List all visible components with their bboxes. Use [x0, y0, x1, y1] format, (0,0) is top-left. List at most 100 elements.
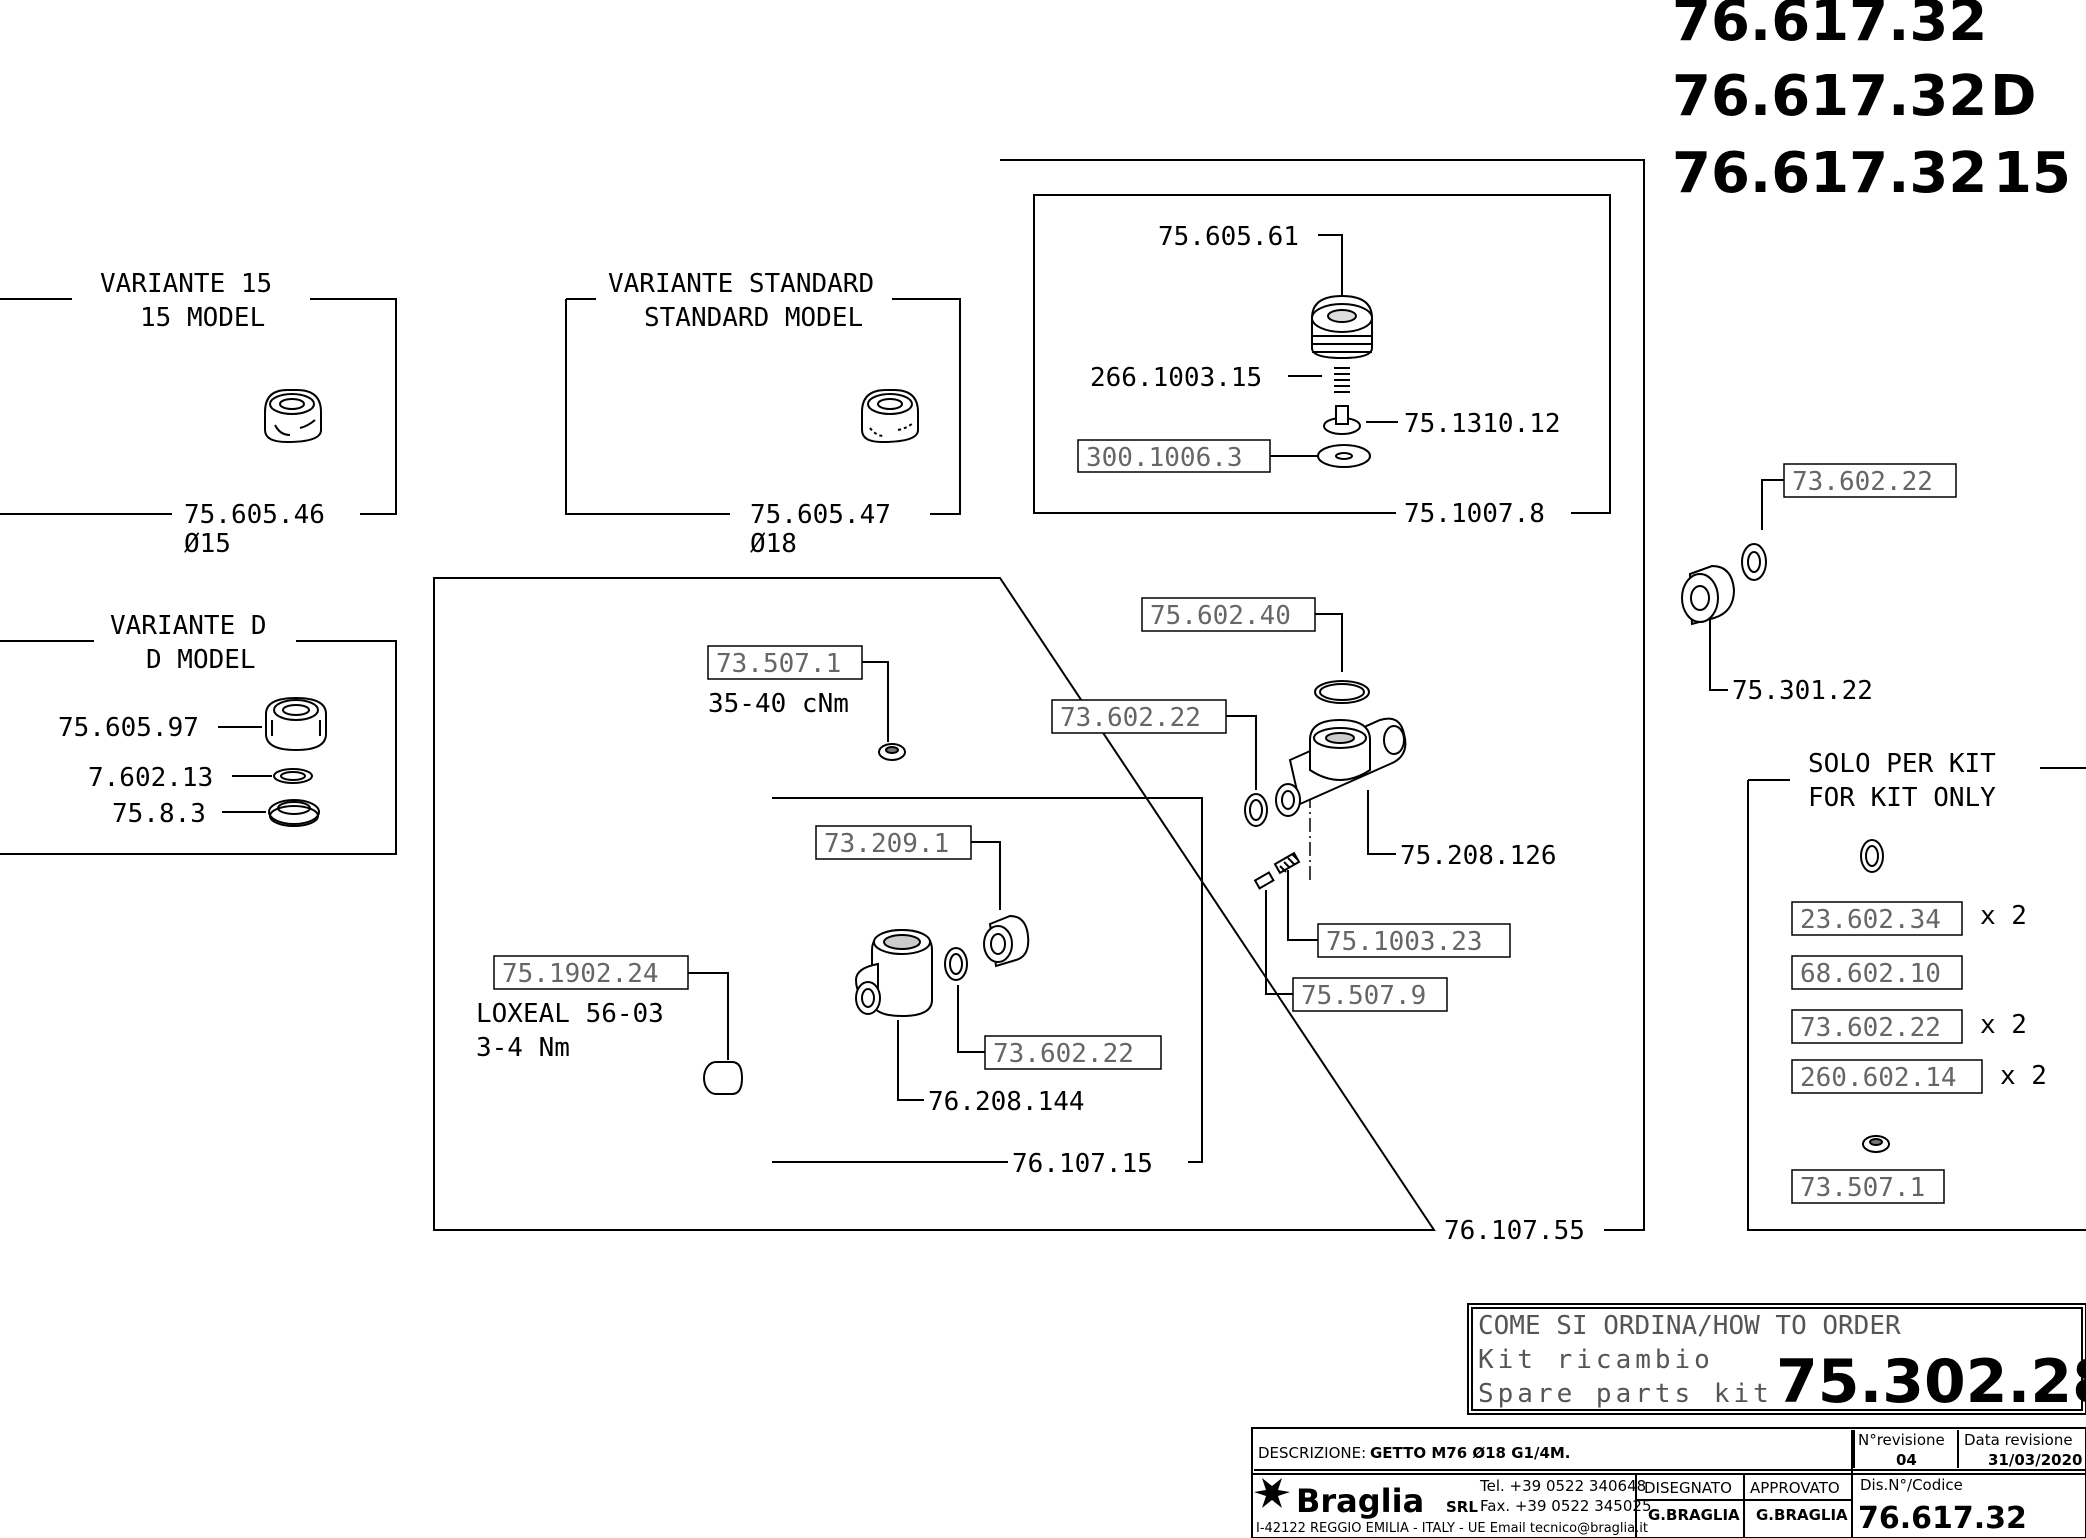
valve-spring-icon	[1334, 367, 1350, 393]
title-block	[1251, 1427, 2086, 1538]
sub-nut-icon	[983, 914, 1030, 968]
product-code-1: 76.617.32	[1672, 0, 1987, 54]
d-nut-icon	[265, 696, 327, 752]
valve-stem-label: 75.1310.12	[1404, 409, 1561, 439]
plug-glue: LOXEAL 56-03	[476, 999, 664, 1029]
rev-value: 04	[1896, 1451, 1917, 1469]
valve-washer-label: 300.1006.3	[1086, 443, 1243, 473]
right-seal-label: 73.602.22	[1792, 467, 1933, 497]
variant-15-size: Ø15	[184, 529, 231, 559]
product-code-3: 76.617.32	[1672, 141, 1987, 206]
order-kit-code: 75.302.28	[1776, 1347, 2086, 1417]
spring-icon	[1273, 851, 1301, 875]
right-seal-icon	[1741, 543, 1767, 581]
variant-d-box	[0, 640, 397, 855]
company-tel: Tel. +39 0522 340648	[1479, 1477, 1646, 1495]
variant-standard-box	[565, 298, 961, 515]
cap-nut-15-icon	[264, 389, 322, 444]
kit-item-2: 68.602.10	[1800, 959, 1941, 989]
drawn-label: DISEGNATO	[1644, 1479, 1732, 1497]
braglia-logo-icon	[1254, 1478, 1290, 1508]
variant-standard-title: VARIANTE STANDARD	[608, 269, 874, 299]
valve-washer-icon	[1317, 444, 1371, 468]
order-line-2: Spare parts kit	[1478, 1379, 1773, 1409]
variant-standard-size: Ø18	[750, 529, 797, 559]
kit-item-1: 23.602.34	[1800, 905, 1941, 935]
kit-item-3: 73.602.22	[1800, 1013, 1941, 1043]
valve-group-box	[1033, 194, 1611, 514]
variant-d-subtitle: D MODEL	[146, 645, 256, 675]
variant-15-subtitle: 15 MODEL	[140, 303, 265, 333]
desc-value: GETTO M76 Ø18 G1/4M.	[1370, 1444, 1571, 1462]
right-nut-icon	[1681, 564, 1736, 626]
kit-item-3-qty: x 2	[1980, 1010, 2027, 1040]
valve-spring-label: 266.1003.15	[1090, 363, 1262, 393]
sub-group-box	[772, 797, 1203, 1163]
main-group-label: 76.107.55	[1444, 1216, 1585, 1246]
valve-cap-icon	[1311, 294, 1373, 360]
valve-body-icon	[1275, 680, 1407, 817]
company-name: Braglia	[1296, 1482, 1424, 1520]
variant-standard-subtitle: STANDARD MODEL	[644, 303, 863, 333]
plug-label: 75.1902.24	[502, 959, 659, 989]
valve-group-label: 75.1007.8	[1404, 499, 1545, 529]
spring-label: 75.1003.23	[1326, 927, 1483, 957]
kit-subtitle: FOR KIT ONLY	[1808, 783, 1996, 813]
screw-icon	[1253, 871, 1275, 890]
main-group-outline	[433, 159, 1645, 1231]
valve-stem-icon	[1323, 405, 1361, 435]
kit-title: SOLO PER KIT	[1808, 749, 1996, 779]
kit-item-4: 260.602.14	[1800, 1063, 1957, 1093]
kit-box	[1747, 767, 2086, 1231]
product-code-2: 76.617.32	[1672, 64, 1987, 129]
cap-nut-standard-icon	[861, 389, 919, 444]
seal-left-label: 73.602.22	[1060, 703, 1201, 733]
product-code-3-suffix: 15	[1993, 141, 2071, 206]
sub-seal-icon	[944, 947, 968, 981]
small-screw-icon	[878, 743, 906, 761]
sub-seal-label: 73.602.22	[993, 1039, 1134, 1069]
variant-standard-part: 75.605.47	[750, 500, 891, 530]
seal-left-icon	[1244, 793, 1268, 827]
order-title: COME SI ORDINA/HOW TO ORDER	[1478, 1311, 1901, 1341]
rev-label: N°revisione	[1858, 1431, 1945, 1449]
variant-15-part: 75.605.46	[184, 500, 325, 530]
variant-d-part-1: 75.605.97	[58, 713, 199, 743]
desc-label: DESCRIZIONE:	[1258, 1444, 1366, 1462]
plug-torque: 3-4 Nm	[476, 1033, 570, 1063]
approved-value: G.BRAGLIA	[1756, 1506, 1848, 1524]
date-value: 31/03/2020	[1988, 1451, 2082, 1469]
kit-screw-icon	[1862, 1135, 1890, 1153]
code-value: 76.617.32	[1858, 1501, 2027, 1536]
d-oring-icon	[273, 768, 313, 784]
variant-d-part-3: 75.8.3	[112, 799, 206, 829]
screw-label: 75.507.9	[1301, 981, 1426, 1011]
code-label: Dis.N°/Codice	[1860, 1476, 1963, 1494]
sub-group-label: 76.107.15	[1012, 1149, 1153, 1179]
company-suffix: SRL	[1446, 1498, 1478, 1516]
variant-15-title: VARIANTE 15	[100, 269, 272, 299]
plug-icon	[703, 1061, 744, 1095]
product-code-2-suffix: D	[1990, 64, 2036, 129]
sub-nut-label: 73.209.1	[824, 829, 949, 859]
sub-body-label: 76.208.144	[928, 1087, 1085, 1117]
kit-oring-icon	[1860, 839, 1884, 873]
oring-top-label: 75.602.40	[1150, 601, 1291, 631]
body-label: 75.208.126	[1400, 841, 1557, 871]
product-codes: 76.617.32 76.617.32 D 76.617.32 15	[1672, 0, 2071, 206]
variant-d-part-2: 7.602.13	[88, 763, 213, 793]
kit-item-5: 73.507.1	[1800, 1173, 1925, 1203]
order-line-1: Kit ricambio	[1478, 1345, 1714, 1375]
variant-d-title: VARIANTE D	[110, 611, 267, 641]
approved-label: APPROVATO	[1750, 1479, 1840, 1497]
date-label: Data revisione	[1964, 1431, 2073, 1449]
kit-item-4-qty: x 2	[2000, 1061, 2047, 1091]
small-screw-torque: 35-40 cNm	[708, 689, 849, 719]
small-screw-label: 73.507.1	[716, 649, 841, 679]
order-box	[1467, 1303, 2086, 1415]
variant-15-box	[0, 298, 397, 515]
d-ring-icon	[268, 799, 320, 827]
sub-body-icon	[854, 928, 933, 1018]
company-fax: Fax. +39 0522 345025	[1480, 1497, 1651, 1515]
